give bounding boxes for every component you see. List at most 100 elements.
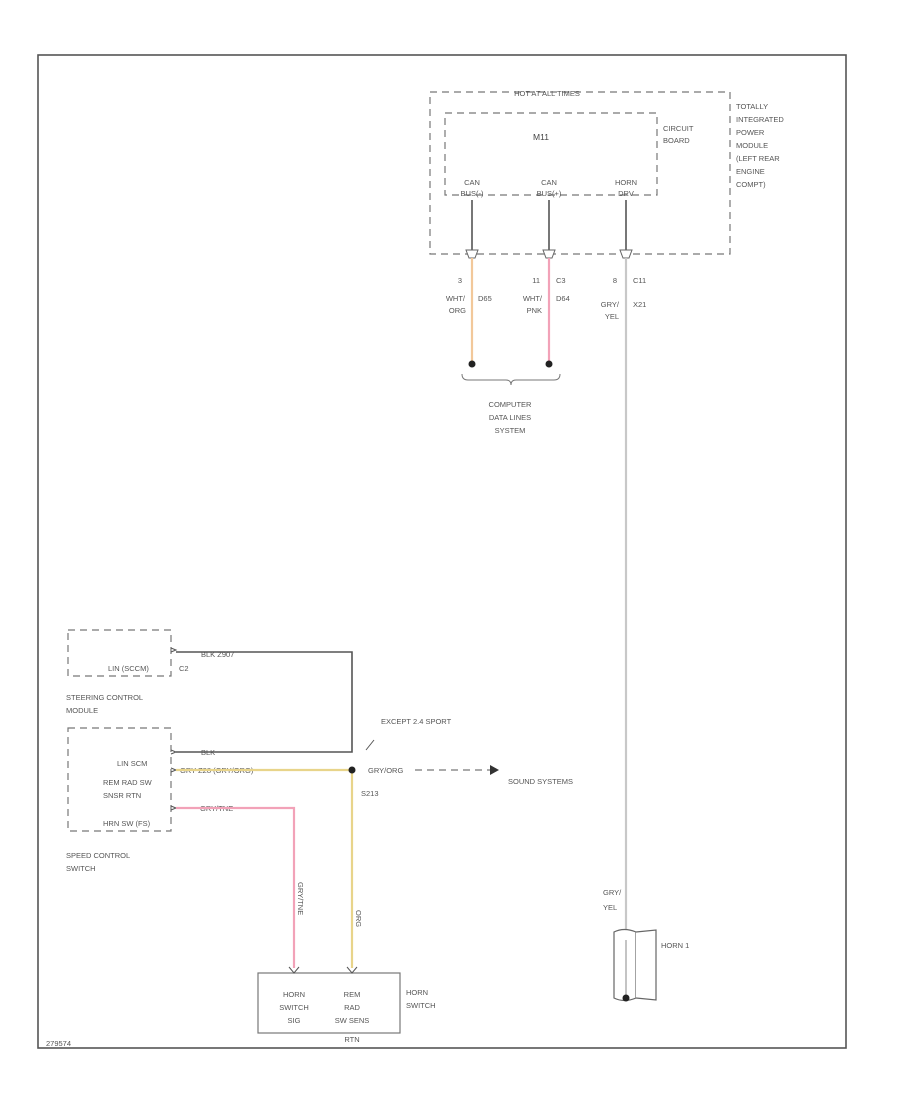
hs-pin2-4: RTN [344,1035,359,1044]
footer-id: 279574 [46,1039,71,1048]
tipm-desc-7: COMPT) [736,180,766,189]
horn-switch-label-2: SWITCH [406,1001,436,1010]
connector-glyphs-top [465,249,633,259]
circuit-board-outline [444,112,658,196]
circuit-board-label-1: CIRCUIT [663,124,694,133]
splice-id: S213 [361,789,379,798]
speed-switch-outline [67,727,172,832]
pin-horn-drv-name: HORN [615,178,637,187]
hs-pin2-3: SW SENS [335,1016,370,1025]
steering-module-outline [67,629,172,677]
w3-color2: YEL [605,312,619,321]
steering-pin-label: LIN (SCCM) [108,664,149,673]
data-lines-label-3: SYSTEM [495,426,526,435]
horn-switch-box [257,972,401,1034]
fuse-label: M11 [533,132,549,142]
speed-row-1: LIN SCM [117,759,147,768]
w2-pin: 11 [532,276,540,285]
horn-ground [622,994,630,1002]
steering-label-2: MODULE [66,706,98,715]
w2-color1: WHT/ [523,294,543,303]
hs-pin1-3: SIG [288,1016,301,1025]
steering-control-module: LIN (SCCM) C2 STEERING CONTROL MODULE BL… [66,629,234,715]
w2-color2: PNK [527,306,542,315]
w1-color1: WHT/ [446,294,466,303]
tipm-desc-3: POWER [736,128,765,137]
speed-label-1: SPEED CONTROL [66,851,130,860]
horn-bell [635,929,657,1001]
speed-control-switch: LIN SCM REM RAD SW SNSR RTN HRN SW (FS) … [66,727,254,873]
can-plus-end [545,360,553,368]
horn-body [613,928,637,1002]
steering-wire-label: BLK Z907 [201,650,234,659]
horn-switch-pin-1 [288,966,300,974]
steering-label-1: STEERING CONTROL [66,693,143,702]
w1-circuit: D65 [478,294,492,303]
except-note: EXCEPT 2.4 SPORT [381,717,452,726]
connector-pin-11 [542,249,556,259]
w2-conn: C3 [556,276,566,285]
hs-pin1-2: SWITCH [279,1003,309,1012]
w1-pin: 3 [458,276,462,285]
data-lines-label-2: DATA LINES [489,413,531,422]
speed-row-2: REM RAD SW [103,778,153,787]
data-lines-brace [461,373,561,386]
speed-pin-glyph-3 [170,805,178,811]
horn-wire-color-1: GRY/ [603,888,622,897]
pin-can-plus-sub: BUS(+) [537,189,562,198]
horn-1: GRY/ YEL HORN 1 [603,888,689,1002]
horn-switch-pin-2 [346,966,358,974]
horn-label: HORN 1 [661,941,689,950]
tipm-desc-6: ENGINE [736,167,765,176]
hs-pin1-1: HORN [283,990,305,999]
w3-conn: C11 [633,276,646,285]
speed-label-2: SWITCH [66,864,96,873]
sound-arrow [490,765,499,775]
horn-wire-color-2: YEL [603,903,617,912]
wire-lin-blk [176,651,353,753]
pin-can-minus-name: CAN [464,178,480,187]
splice-wire-label: GRY/ORG [368,766,403,775]
steering-pin-glyph [170,647,178,653]
circuit-board-label-2: BOARD [663,136,690,145]
data-lines-label-1: COMPUTER [489,400,533,409]
speed-pin-glyph-1 [170,749,178,755]
splice-s213 [348,766,356,774]
tipm-desc-1: TOTALLY [736,102,768,111]
steering-conn: C2 [179,664,189,673]
speed-row-4: HRN SW (FS) [103,819,151,828]
can-minus-end [468,360,476,368]
pin-horn-drv-sub: DRV [618,189,634,198]
hs-pin2-1: REM [344,990,361,999]
connector-pin-8 [619,249,633,259]
w3-circuit: X21 [633,300,646,309]
w3-color1: GRY/ [601,300,620,309]
outer-frame [37,54,847,1049]
horn-switch-label-1: HORN [406,988,428,997]
except-pointer [365,739,375,751]
tipm-outline [429,91,731,255]
tipm-desc-2: INTEGRATED [736,115,784,124]
vertical-label-org: ORG [354,910,363,927]
tipm-desc-5: (LEFT REAR [736,154,780,163]
hs-pin2-2: RAD [344,1003,360,1012]
tipm-module: HOT AT ALL TIMES M11 CIRCUIT BOARD TOTAL… [429,89,784,255]
w2-circuit: D64 [556,294,570,303]
tipm-desc-4: MODULE [736,141,768,150]
pin-can-minus-sub: BUS(-) [461,189,484,198]
pin-can-plus-name: CAN [541,178,557,187]
w1-color2: ORG [449,306,466,315]
wire-horn-sw [176,806,296,968]
speed-row-3: SNSR RTN [103,791,141,800]
w3-pin: 8 [613,276,617,285]
tipm-header: HOT AT ALL TIMES [514,89,580,98]
speed-wire-blk: BLK [201,748,215,757]
connector-pin-3 [465,249,479,259]
vertical-label-pink: GRY/TNE [296,882,305,915]
wire-labels-top: 3 WHT/ ORG D65 11 C3 WHT/ PNK D64 8 C11 … [446,276,647,321]
sound-systems-label: SOUND SYSTEMS [508,777,573,786]
speed-pin-glyph-2 [170,767,178,773]
horn-switch: HORN SWITCH SIG REM RAD SW SENS RTN HORN… [257,966,436,1044]
